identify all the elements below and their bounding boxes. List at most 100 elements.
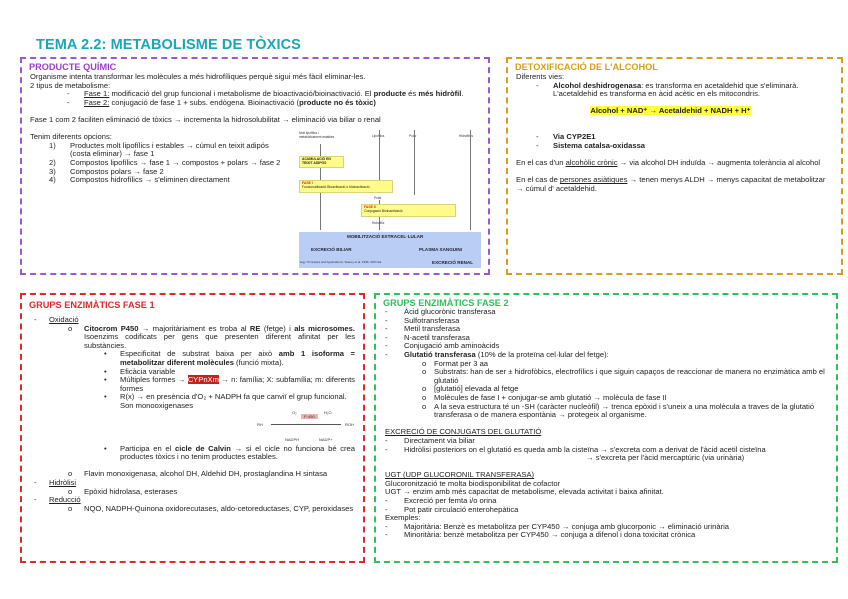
text-line: -Excreció per femta i/o orina: [376, 496, 828, 506]
diagram-polar-label: Polar: [374, 196, 382, 200]
text-segment: Participa en el: [120, 443, 175, 453]
bullet: -: [67, 89, 70, 99]
text-line: -Minoritària: benzè metabolitza per CYP4…: [376, 531, 828, 540]
text-segment: Hidròlisi: [49, 477, 77, 487]
text-line: → s'excreta per l'àcid mercaptúric (via …: [376, 453, 828, 463]
text-line: 4)Compostos hidrofílics → s'eliminen dir…: [22, 175, 480, 185]
text-segment: UGT → enzim amb més capacitat de metabol…: [385, 487, 664, 497]
text-segment: Alcohol deshidrogenasa: [553, 80, 642, 90]
text-segment: 2 tipus de metabolisme:: [30, 80, 111, 90]
text-line: Tenim diferents opcions:: [22, 132, 480, 142]
bullet: -: [385, 530, 388, 540]
text-line: - Hidròlisi: [22, 477, 355, 488]
bullet: o: [422, 401, 427, 411]
text-line: - Metil transferasa: [376, 324, 828, 334]
text-segment: Organisme intenta transformar les molècu…: [30, 72, 366, 81]
text-segment: Citocrom P450 →: [84, 323, 150, 333]
text-segment: (costa eliminar) → fase 1: [70, 149, 155, 159]
text-line: -Glutatió transferasa (10% de la proteïn…: [376, 350, 828, 360]
bullet: -: [385, 315, 388, 325]
text-line: -N-acetil transferasa: [376, 332, 828, 343]
text-segment: : es transforma en acetaldehid que s'eli…: [553, 80, 799, 99]
section-content: Diferents vies:-Alcohol deshidrogenasa: …: [508, 72, 833, 193]
bullet: o: [422, 358, 427, 368]
bullet: o: [68, 469, 73, 479]
text-line: 1)Productes molt lipofílics i estables →…: [22, 140, 480, 151]
section-content: - Àcid glucorònic transferasa - Sulfotransf…: [376, 307, 828, 540]
text-line: -Fase 2: conjugació de fase 1 + subs. en…: [22, 97, 480, 108]
text-line: -Sistema catalsa-oxidassa: [508, 140, 833, 151]
text-segment: Metil transferasa: [404, 324, 461, 334]
text-line: Fase 1 com 2 faciliten eliminació de tòx…: [22, 115, 480, 125]
text-line: UGT → enzim amb més capacitat de metabol…: [376, 488, 828, 497]
text-line: •Participa en el cicle de Calvin → si el…: [22, 443, 355, 462]
text-line: -Directament via biliar: [376, 435, 828, 446]
text-segment: Compostos polars → fase 2: [70, 166, 164, 176]
text-segment: Epòxid hidrolasa, esterases: [84, 486, 178, 496]
text-segment: Tenim diferents opcions:: [30, 132, 112, 142]
diagram-column-label: Lipofílics: [372, 134, 384, 139]
text-segment: CYPnXm: [187, 375, 219, 385]
text-segment: Hidròlisi posteriors on el glutatió es q…: [404, 444, 766, 454]
text-segment: En el cas de: [516, 175, 560, 185]
text-line: -Via CYP2E1: [508, 132, 833, 142]
bullet: -: [34, 495, 37, 505]
text-line: •Eficàcia variable: [22, 366, 355, 377]
bullet: -: [34, 477, 37, 487]
text-segment: EXCRECIÓ DE CONJUGATS DEL GLUTATIÓ: [385, 427, 542, 437]
bullet: -: [385, 324, 388, 334]
diagram-column-label: Polar: [409, 134, 417, 138]
text-segment: Productes molt lipofílics i estables → c…: [70, 140, 269, 150]
text-line: -Oxidació: [22, 315, 355, 325]
bullet: •: [104, 443, 107, 453]
bullet: -: [536, 140, 539, 150]
section-heading: PRODUCTE QUÍMIC: [29, 62, 117, 72]
text-segment: majoritàriament es troba al: [149, 323, 250, 333]
bullet: -: [536, 80, 539, 90]
text-segment: Àcid glucorònic transferasa: [404, 307, 496, 316]
text-line: -Conjugació amb aminoàcids: [376, 342, 828, 351]
bullet: •: [104, 349, 107, 359]
text-segment: amb 1 isoforma = metabolitzar diferent m…: [120, 349, 355, 367]
bullet: o: [422, 392, 427, 402]
text-line: Organisme intenta transformar les molècu…: [22, 72, 480, 82]
grups-enzimatics-fase2-section: GRUPS ENZIMÀTICS FASE 2 -Àcid glucorònic…: [374, 293, 838, 563]
text-line: - Àcid glucorònic transferasa: [376, 307, 828, 317]
text-line: Glucoronització te molta biodisponibilit…: [376, 479, 828, 489]
bullet: -: [536, 132, 539, 142]
bullet: o: [68, 323, 73, 333]
bullet: -: [385, 444, 388, 454]
text-line: - Alcohol deshidrogenasa: es transforma e…: [508, 80, 833, 99]
text-line: o[glutatió] elevada al fetge: [376, 385, 828, 394]
text-line: En el cas de persones asiàtiques → tenen…: [508, 175, 833, 193]
text-segment: Sulfotransferasa: [404, 315, 460, 325]
text-line: 2 tipus de metabolisme:: [22, 80, 480, 91]
bullet: 3): [49, 166, 56, 176]
text-segment: (fetge) i: [260, 323, 295, 333]
text-segment: Molècules de fase I + conjugar-se amb gl…: [434, 392, 667, 402]
bullet: -: [67, 97, 70, 107]
metabolism-flow-diagram: Molt lipofílics i metabòlicament estable…: [299, 130, 485, 272]
text-line: - Reducció: [22, 495, 355, 505]
text-segment: Reducció: [49, 495, 81, 505]
text-segment: producte: [373, 89, 407, 99]
text-segment: persones asiàtiques: [559, 175, 628, 185]
text-segment: N-acetil transferasa: [404, 332, 470, 342]
text-line: 2)Compostos lipofílics → fase 1 → compos…: [22, 157, 480, 168]
bullet: -: [385, 435, 388, 445]
text-line: -Pot patir circulació enterohepàtica: [376, 505, 828, 515]
text-segment: NQO, NADPH-Quinona oxidorecutases, aldo-…: [84, 503, 354, 513]
bullet: o: [422, 384, 427, 394]
bullet: •: [104, 366, 107, 376]
bullet: •: [104, 375, 107, 385]
bullet: -: [385, 341, 388, 351]
text-line: [508, 116, 833, 125]
text-segment: Alcohol + NAD⁺ → Acetaldehid + NADH + H⁺: [590, 106, 751, 116]
bullet: -: [385, 307, 388, 316]
producte-quimic-section: PRODUCTE QUÍMIC Organisme intenta transf…: [20, 57, 490, 275]
diagram-mobilitzacio-box: MOBILITZACIÓ EXTRACEL·LULAR EXCRECIÓ BIL…: [299, 232, 481, 268]
bullet: 2): [49, 157, 56, 167]
